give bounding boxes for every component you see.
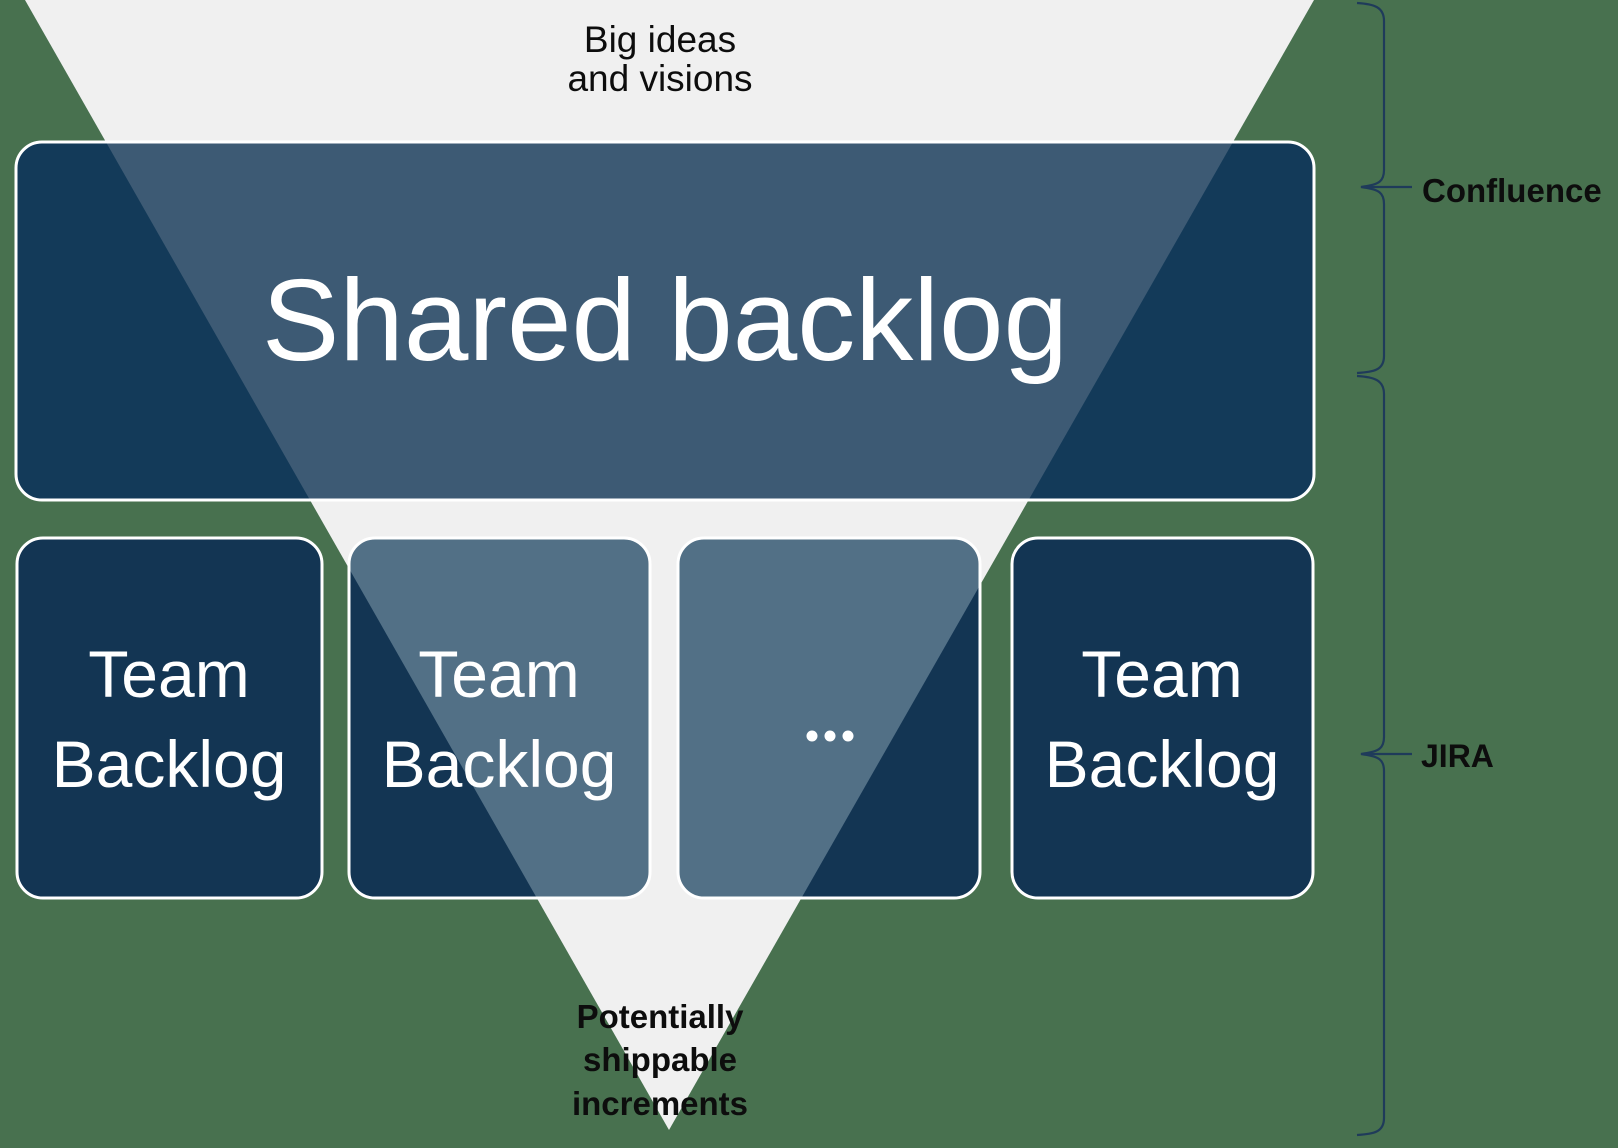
team-backlog-box-2-label-line1: Team — [418, 637, 579, 711]
jira-bracket: JIRA — [1356, 374, 1494, 1137]
funnel-top-caption-line2: and visions — [567, 58, 752, 99]
funnel-bottom-caption-line1: Potentially — [577, 998, 745, 1035]
ellipsis-icon — [806, 730, 854, 742]
team-backlog-box-4: Team Backlog — [1010, 536, 1315, 900]
shared-backlog-box: Shared backlog — [14, 140, 1316, 502]
team-backlog-box-ellipsis-border — [676, 536, 982, 900]
team-backlog-box-1-border — [15, 536, 324, 900]
team-backlog-box-4-label-line2: Backlog — [1045, 727, 1280, 801]
funnel-bottom-caption-line2: shippable — [583, 1041, 737, 1078]
funnel-bottom-caption-line3: increments — [572, 1085, 748, 1122]
team-backlog-box-1: Team Backlog — [15, 536, 324, 900]
team-backlog-box-4-fill — [1012, 538, 1313, 898]
confluence-label: Confluence — [1422, 172, 1602, 209]
funnel-bottom-caption: Potentially shippable increments — [572, 998, 748, 1122]
jira-brace-icon — [1356, 374, 1386, 1137]
team-backlog-box-2: Team Backlog — [347, 536, 652, 900]
shared-backlog-label: Shared backlog — [262, 255, 1068, 385]
team-backlog-box-1-label-line1: Team — [88, 637, 249, 711]
funnel-top-caption-line1: Big ideas — [584, 19, 736, 60]
shared-backlog-box-highlight — [25, 142, 1314, 500]
confluence-bracket: Confluence — [1356, 1, 1602, 375]
team-backlog-box-1-label-line2: Backlog — [52, 727, 287, 801]
jira-label: JIRA — [1421, 738, 1494, 774]
shared-backlog-box-border — [14, 140, 1316, 502]
team-backlog-box-2-border — [347, 536, 652, 900]
team-backlog-box-4-label-line1: Team — [1081, 637, 1242, 711]
team-backlog-box-1-fill — [17, 538, 322, 898]
confluence-brace-icon — [1356, 1, 1386, 375]
team-backlog-box-2-label-line2: Backlog — [382, 727, 617, 801]
team-backlog-box-4-border — [1010, 536, 1315, 900]
funnel-top-caption: Big ideas and visions — [567, 19, 752, 99]
team-backlog-box-ellipsis — [676, 536, 982, 900]
